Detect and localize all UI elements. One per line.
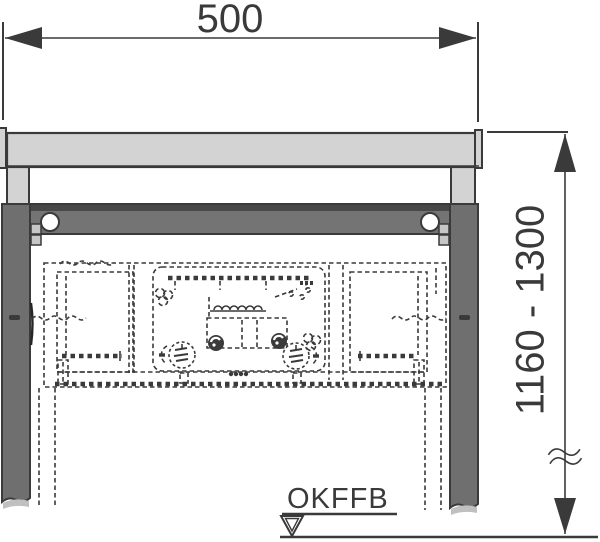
mounting-rail-top-strip	[3, 205, 477, 211]
drain-tab-left	[179, 372, 189, 384]
right-post-cut-sliver	[451, 505, 477, 515]
top-hose-wave	[59, 260, 115, 266]
inlet-blob-left	[154, 287, 174, 307]
okffb-label: OKFFB	[287, 483, 389, 515]
left-chamber-dashed	[56, 271, 134, 373]
height-dimension-label: 1160 - 1300	[509, 205, 553, 416]
arrow-up-icon	[554, 134, 576, 172]
left-wall-tab	[0, 127, 7, 169]
inlet-blob-right	[302, 332, 322, 352]
arrow-left-icon	[5, 27, 42, 49]
mounting-frame	[0, 127, 483, 515]
height-dimension: 1160 - 1300	[487, 131, 583, 534]
coupling-loops	[213, 305, 263, 311]
left-post-cut-sliver	[3, 499, 29, 509]
outer-boundary-dashed	[43, 262, 447, 388]
width-dimension-label: 500	[197, 0, 264, 41]
right-post-slot	[459, 315, 470, 320]
rail-hole-right	[420, 212, 440, 232]
right-valve	[282, 342, 319, 370]
right-upright-lower	[449, 203, 479, 511]
left-post-slot	[9, 315, 20, 320]
cistern-body-dashed	[152, 266, 326, 372]
arrow-right-icon	[439, 27, 476, 49]
drain-tab-right	[292, 372, 302, 384]
left-valve	[159, 341, 196, 369]
bottom-center-fittings	[228, 371, 249, 377]
datum-triangle-icon	[279, 515, 305, 539]
top-crossbar	[5, 131, 481, 169]
right-wall-tab	[474, 129, 483, 169]
right-spiral-knob	[271, 333, 287, 349]
foot-bracket-right	[413, 359, 425, 385]
cistern-hidden-outline	[31, 260, 447, 510]
left-spiral-knob	[208, 335, 224, 351]
access-window-dashed	[206, 317, 288, 349]
right-hose-wave	[391, 315, 447, 321]
left-upright-lower	[1, 203, 31, 505]
left-post-bracket	[29, 302, 34, 346]
break-symbol	[547, 448, 583, 465]
left-hose-wave	[31, 315, 87, 321]
left-rail-clips	[30, 223, 42, 246]
fill-valve-details	[274, 281, 314, 300]
floor-reference: OKFFB	[279, 483, 598, 539]
width-dimension: 500	[2, 0, 479, 122]
foot-bracket-left	[57, 359, 69, 385]
right-chamber-dashed	[349, 271, 428, 373]
rail-hole-left	[40, 212, 60, 232]
right-rail-clips	[438, 223, 450, 246]
arrow-down-icon	[554, 498, 576, 534]
